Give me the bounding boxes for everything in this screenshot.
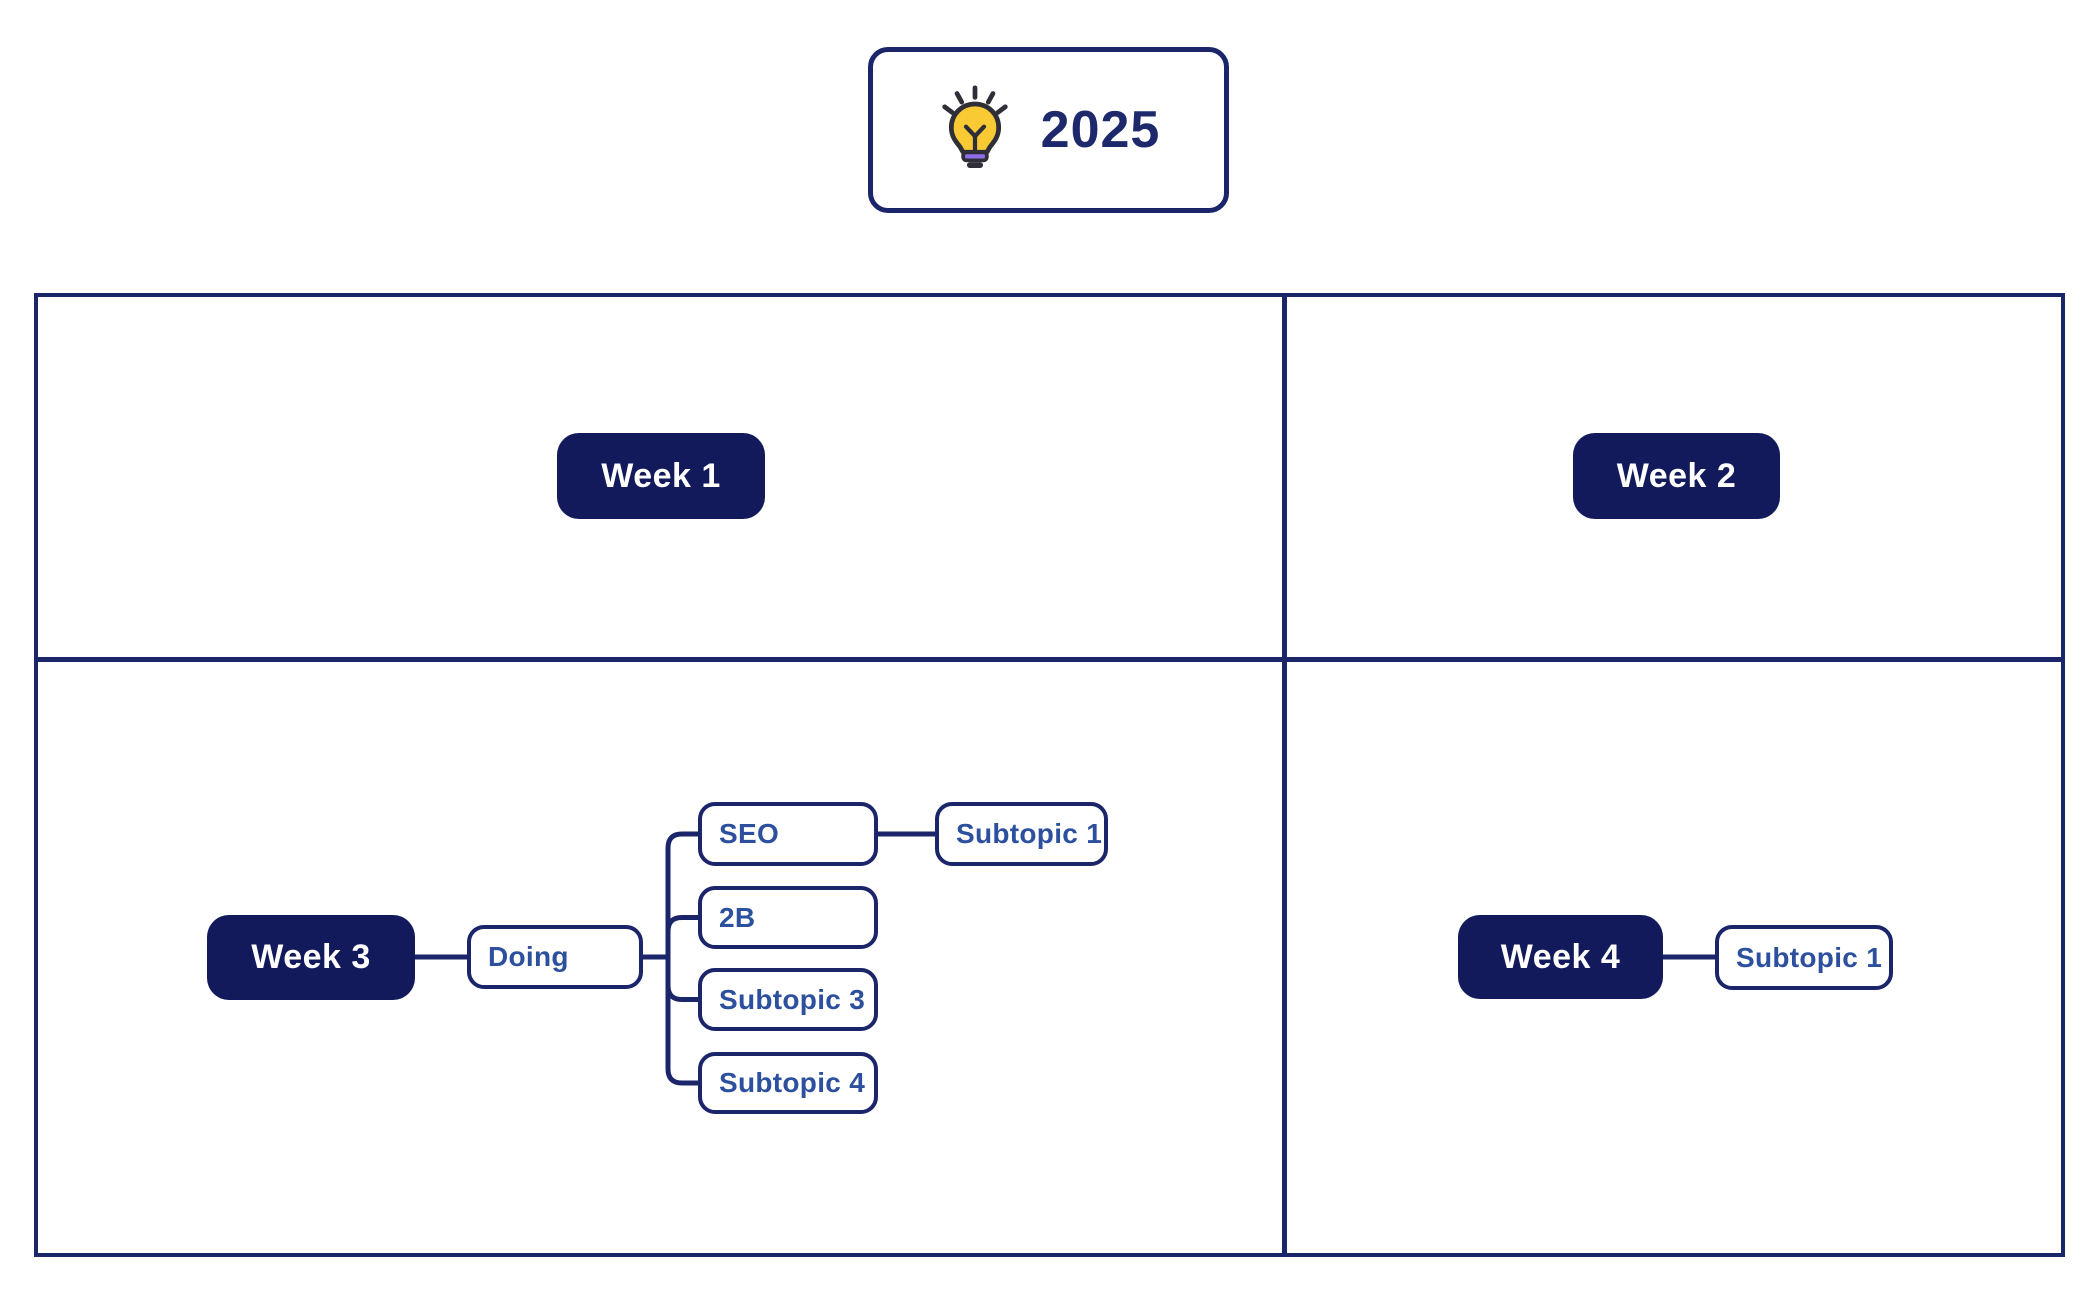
topic-week-2[interactable]: Week 2 bbox=[1573, 433, 1780, 519]
subtopic-seo[interactable]: SEO bbox=[698, 802, 878, 866]
subtopic-doing[interactable]: Doing bbox=[467, 925, 643, 989]
subtopic-seo-subtopic-1[interactable]: Subtopic 1 bbox=[935, 802, 1108, 866]
root-topic-card[interactable]: 2025 bbox=[868, 47, 1229, 213]
subtopic-3[interactable]: Subtopic 3 bbox=[698, 968, 878, 1031]
subtopic-4[interactable]: Subtopic 4 bbox=[698, 1052, 878, 1114]
subtopic-4-label: Subtopic 4 bbox=[719, 1067, 866, 1098]
lightbulb-icon bbox=[937, 84, 1013, 176]
quadrant-vertical-divider bbox=[1282, 293, 1287, 1257]
topic-week-3[interactable]: Week 3 bbox=[207, 915, 415, 1000]
topic-week-3-label: Week 3 bbox=[251, 938, 371, 976]
topic-week-4[interactable]: Week 4 bbox=[1458, 915, 1663, 999]
root-topic-label: 2025 bbox=[1040, 101, 1161, 159]
topic-week-4-label: Week 4 bbox=[1500, 937, 1621, 976]
quadrant-grid-border bbox=[34, 293, 2065, 1257]
subtopic-3-label: Subtopic 3 bbox=[719, 983, 866, 1015]
topic-week-1[interactable]: Week 1 bbox=[557, 433, 765, 519]
topic-week-2-label: Week 2 bbox=[1616, 456, 1737, 495]
subtopic-week4-subtopic-1-label: Subtopic 1 bbox=[1736, 941, 1883, 973]
subtopic-doing-label: Doing bbox=[488, 941, 569, 972]
topic-week-1-label: Week 1 bbox=[601, 456, 721, 495]
subtopic-seo-label: SEO bbox=[719, 818, 780, 849]
subtopic-week4-subtopic-1[interactable]: Subtopic 1 bbox=[1715, 925, 1893, 990]
quadrant-horizontal-divider bbox=[34, 657, 2065, 662]
subtopic-2b-label: 2B bbox=[719, 901, 756, 933]
subtopic-seo-subtopic-1-label: Subtopic 1 bbox=[956, 818, 1103, 849]
subtopic-2b[interactable]: 2B bbox=[698, 886, 878, 949]
